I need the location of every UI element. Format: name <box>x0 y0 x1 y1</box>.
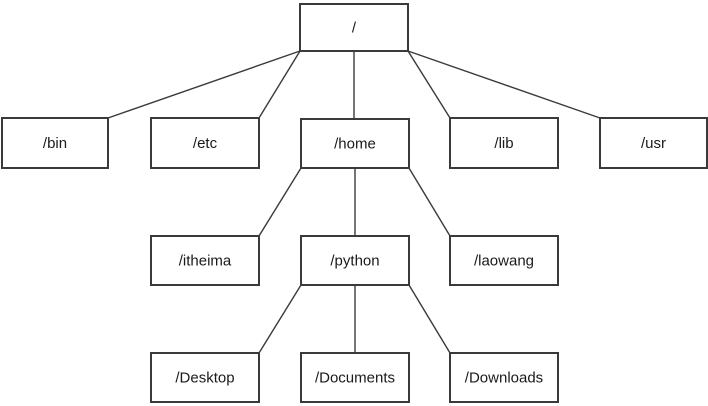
node-label-desktop: /Desktop <box>175 369 234 386</box>
node-etc[interactable]: /etc <box>150 117 260 169</box>
node-box-home <box>300 118 410 169</box>
node-box-etc <box>150 117 260 169</box>
edge-root-to-bin <box>107 50 301 119</box>
node-label-itheima: /itheima <box>179 252 232 269</box>
node-box-downloads <box>449 352 559 403</box>
node-home[interactable]: /home <box>300 118 410 169</box>
node-label-downloads: /Downloads <box>465 369 543 386</box>
node-lib[interactable]: /lib <box>449 117 559 169</box>
node-box-desktop <box>150 352 260 403</box>
node-box-root <box>299 3 409 52</box>
node-bin[interactable]: /bin <box>1 117 109 169</box>
node-box-documents <box>300 352 410 403</box>
edge-home-to-laowang <box>408 167 451 237</box>
node-downloads[interactable]: /Downloads <box>449 352 559 403</box>
node-label-home: /home <box>334 135 376 152</box>
node-laowang[interactable]: /laowang <box>449 235 559 286</box>
edge-python-to-downloads <box>408 284 451 354</box>
node-label-laowang: /laowang <box>474 252 534 269</box>
node-box-itheima <box>150 235 260 286</box>
node-label-etc: /etc <box>193 135 218 152</box>
node-box-python <box>300 235 410 286</box>
node-label-usr: /usr <box>641 135 666 152</box>
node-usr[interactable]: /usr <box>599 117 708 169</box>
node-itheima[interactable]: /itheima <box>150 235 260 286</box>
edge-root-to-lib <box>407 50 451 119</box>
edge-root-to-etc <box>258 50 301 119</box>
node-label-root: / <box>352 19 357 36</box>
node-python[interactable]: /python <box>300 235 410 286</box>
edge-root-to-usr <box>407 50 601 119</box>
nodes-layer: / /bin/etc/home/lib/usr/itheima/python/la… <box>1 3 708 403</box>
node-box-lib <box>449 117 559 169</box>
node-desktop[interactable]: /Desktop <box>150 352 260 403</box>
node-root[interactable]: / <box>299 3 409 52</box>
node-label-lib: /lib <box>494 135 513 152</box>
node-label-bin: /bin <box>43 135 67 152</box>
edge-python-to-desktop <box>258 284 302 354</box>
node-documents[interactable]: /Documents <box>300 352 410 403</box>
node-label-documents: /Documents <box>315 369 395 386</box>
node-box-laowang <box>449 235 559 286</box>
edge-home-to-itheima <box>258 167 302 237</box>
node-label-python: /python <box>330 252 379 269</box>
edges-layer <box>107 50 601 354</box>
node-box-bin <box>1 117 109 169</box>
node-box-usr <box>599 117 708 169</box>
